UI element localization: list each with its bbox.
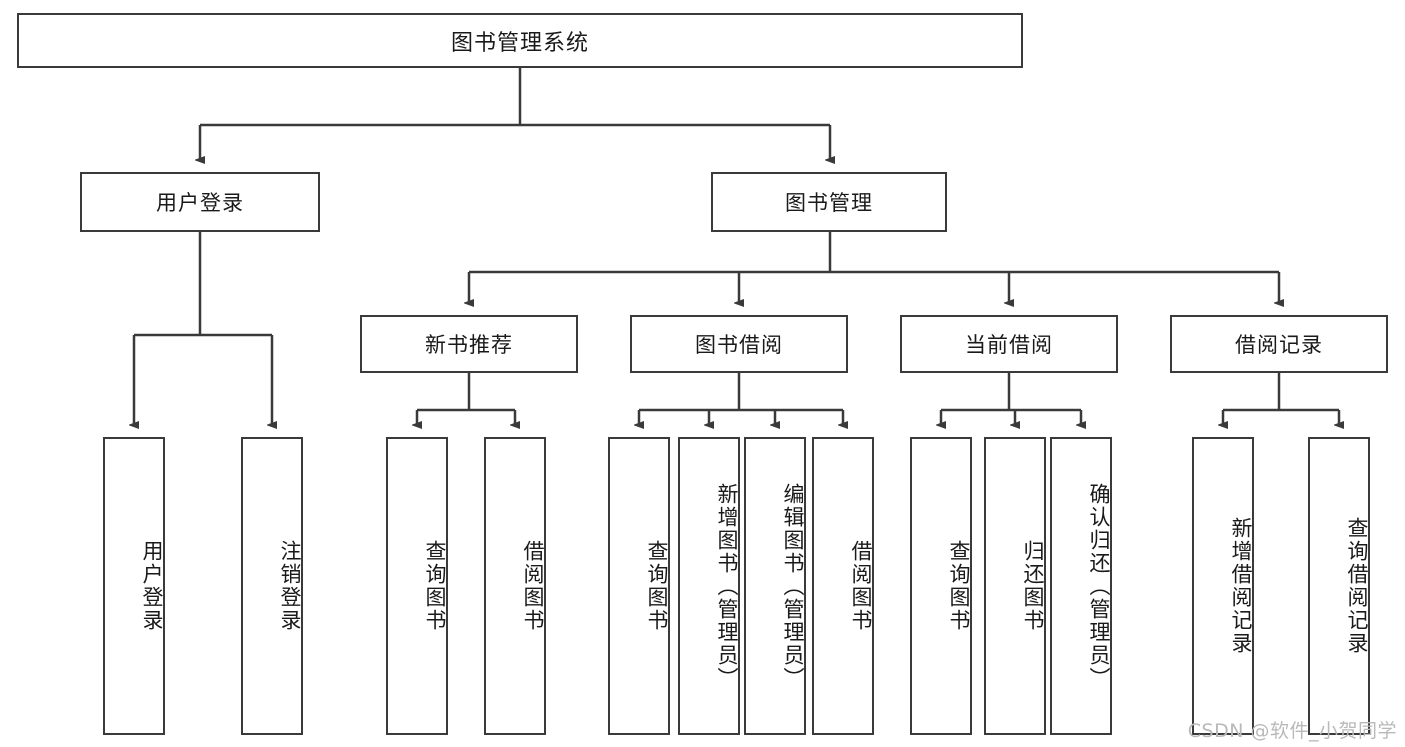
- node-leaf-logout[interactable]: 注销登录: [241, 437, 303, 735]
- node-leaf-logout-label: 注销登录: [278, 540, 302, 632]
- node-leaf-confirm-return[interactable]: 确认归还（管理员）: [1050, 437, 1112, 735]
- node-leaf-add-record[interactable]: 新增借阅记录: [1192, 437, 1254, 735]
- node-leaf-add-book[interactable]: 新增图书（管理员）: [678, 437, 740, 735]
- node-leaf-borrow-book-rec[interactable]: 借阅图书: [484, 437, 546, 735]
- node-leaf-confirm-return-label: 确认归还（管理员）: [1087, 482, 1111, 690]
- node-leaf-query-book-rec-label: 查询图书: [423, 540, 447, 632]
- node-root-label: 图书管理系统: [450, 30, 589, 56]
- node-root[interactable]: 图书管理系统: [17, 13, 1023, 68]
- node-leaf-query-book-borrow[interactable]: 查询图书: [608, 437, 670, 735]
- node-leaf-borrow-book[interactable]: 借阅图书: [812, 437, 874, 735]
- node-leaf-query-book-cur[interactable]: 查询图书: [910, 437, 972, 735]
- node-book-manage[interactable]: 图书管理: [711, 172, 947, 232]
- node-book-borrow-label: 图书借阅: [695, 333, 783, 357]
- node-leaf-user-login-label: 用户登录: [140, 540, 164, 632]
- node-borrow-record-label: 借阅记录: [1235, 333, 1323, 357]
- node-current-borrow[interactable]: 当前借阅: [900, 315, 1118, 373]
- node-leaf-borrow-book-label: 借阅图书: [849, 540, 873, 632]
- node-current-borrow-label: 当前借阅: [965, 333, 1053, 357]
- node-leaf-return-book[interactable]: 归还图书: [984, 437, 1046, 735]
- node-user-login[interactable]: 用户登录: [80, 172, 320, 232]
- node-leaf-return-book-label: 归还图书: [1021, 540, 1045, 632]
- node-book-manage-label: 图书管理: [785, 191, 873, 215]
- node-leaf-query-book-borrow-label: 查询图书: [645, 540, 669, 632]
- node-leaf-query-book-rec[interactable]: 查询图书: [386, 437, 448, 735]
- node-leaf-borrow-book-rec-label: 借阅图书: [521, 540, 545, 632]
- node-user-login-label: 用户登录: [156, 191, 244, 215]
- node-leaf-query-record-label: 查询借阅记录: [1345, 517, 1369, 655]
- node-leaf-query-book-cur-label: 查询图书: [947, 540, 971, 632]
- node-leaf-edit-book-label: 编辑图书（管理员）: [781, 482, 805, 690]
- watermark: CSDN @软件_小贺同学: [1187, 720, 1397, 742]
- node-leaf-edit-book[interactable]: 编辑图书（管理员）: [744, 437, 806, 735]
- node-borrow-record[interactable]: 借阅记录: [1170, 315, 1388, 373]
- node-new-book-recommend[interactable]: 新书推荐: [360, 315, 578, 373]
- node-new-book-recommend-label: 新书推荐: [425, 333, 513, 357]
- node-leaf-query-record[interactable]: 查询借阅记录: [1308, 437, 1370, 735]
- node-book-borrow[interactable]: 图书借阅: [630, 315, 848, 373]
- node-leaf-user-login[interactable]: 用户登录: [103, 437, 165, 735]
- node-leaf-add-book-label: 新增图书（管理员）: [715, 482, 739, 690]
- node-leaf-add-record-label: 新增借阅记录: [1229, 517, 1253, 655]
